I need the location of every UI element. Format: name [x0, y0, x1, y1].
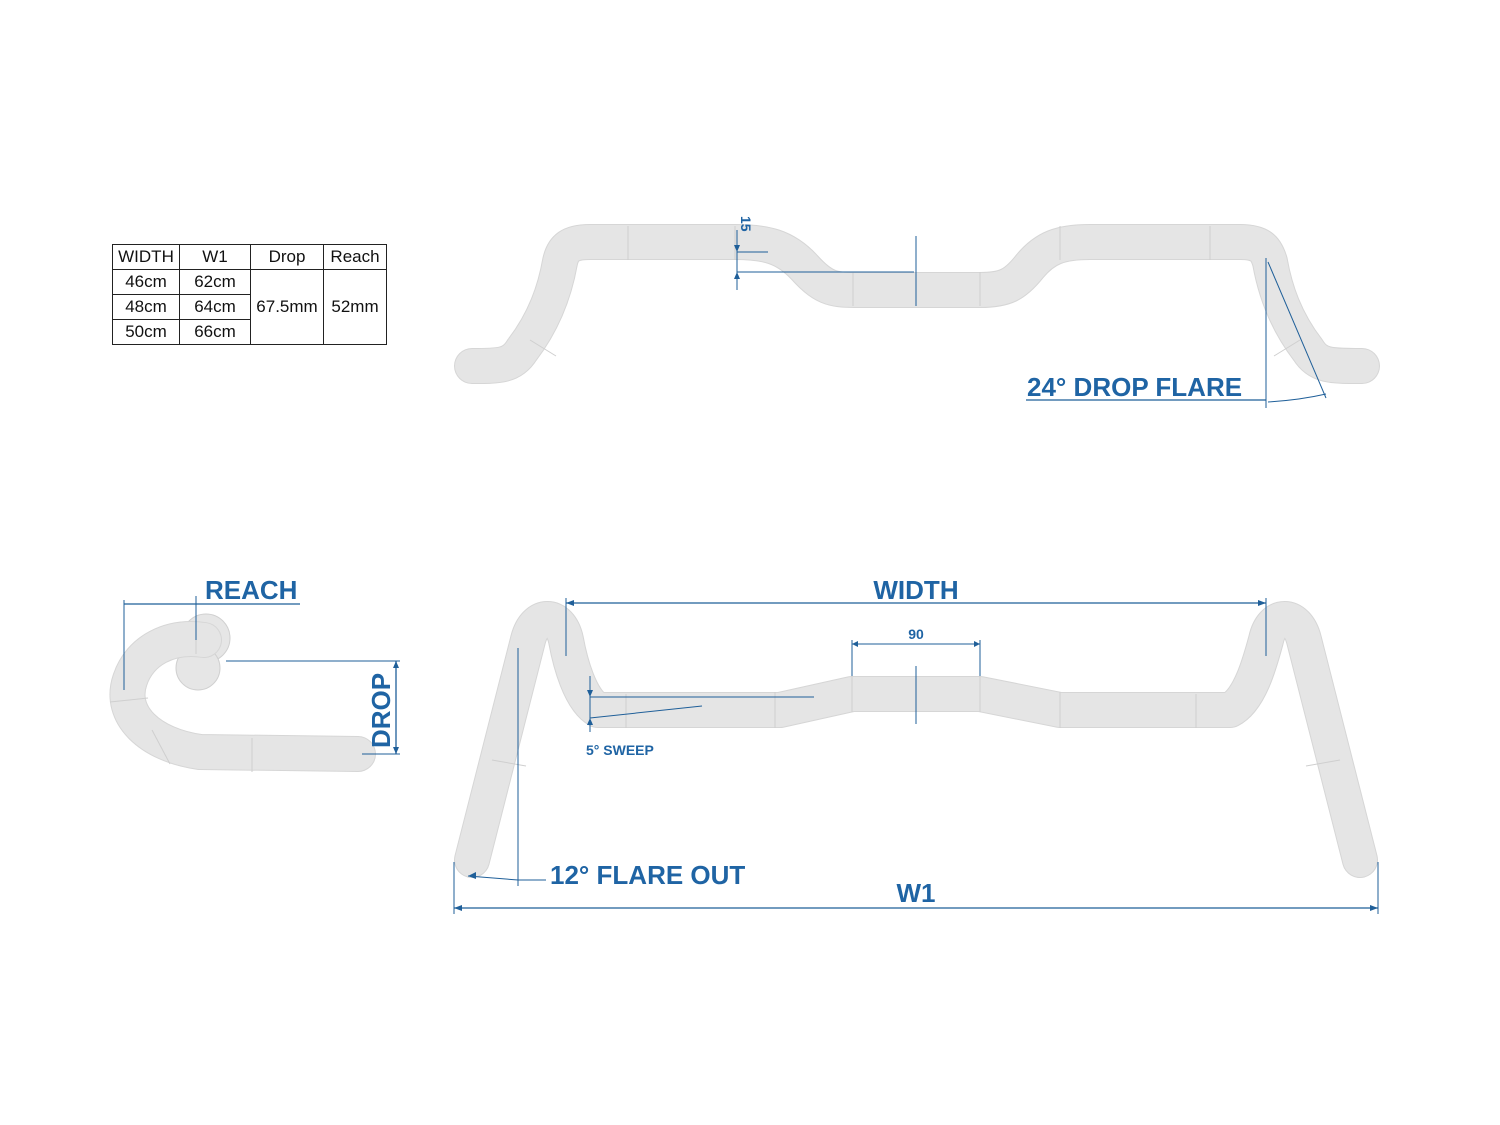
table-row: 46cm 62cm 67.5mm 52mm — [112, 269, 387, 345]
header-width: WIDTH — [112, 244, 180, 270]
w1-dimension: W1 — [453, 862, 1379, 914]
flare-out-label: 12° FLARE OUT — [550, 860, 745, 890]
drop-flare-label: 24° DROP FLARE — [1027, 372, 1242, 402]
table-row: 48cm 64cm — [112, 294, 387, 320]
front-view-handlebar — [454, 224, 1380, 384]
header-w1: W1 — [179, 244, 251, 270]
drop-dimension: DROP — [226, 660, 400, 755]
spec-table: WIDTH W1 Drop Reach 46cm 62cm 67.5mm 52m… — [112, 244, 387, 345]
drop-flare-dimension: 24° DROP FLARE — [1026, 258, 1327, 408]
cell-width: 50cm — [112, 319, 180, 345]
drop-label: DROP — [366, 673, 396, 748]
spec-table-header-row: WIDTH W1 Drop Reach — [112, 244, 387, 270]
width-label: WIDTH — [873, 575, 958, 605]
table-row: 50cm 66cm — [112, 319, 387, 345]
clamp-dimension: 90 — [851, 626, 981, 676]
w1-label: W1 — [897, 878, 936, 908]
top-view-handlebar — [454, 601, 1378, 878]
cell-w1: 66cm — [179, 319, 251, 345]
cell-drop: 67.5mm — [250, 269, 324, 345]
header-reach: Reach — [323, 244, 387, 270]
side-view-handlebar — [109, 613, 376, 772]
cell-reach: 52mm — [323, 269, 387, 345]
flare-out-dimension: 12° FLARE OUT — [467, 648, 745, 890]
cell-width: 48cm — [112, 294, 180, 320]
reach-dimension: REACH — [123, 575, 300, 690]
width-dimension: WIDTH — [565, 575, 1267, 656]
clamp-label: 90 — [908, 626, 924, 642]
cell-w1: 64cm — [179, 294, 251, 320]
rise-label: 15 — [738, 216, 754, 232]
sweep-dimension: 5° SWEEP — [586, 676, 814, 758]
sweep-label: 5° SWEEP — [586, 742, 654, 758]
rise-dimension: 15 — [734, 216, 914, 290]
reach-label: REACH — [205, 575, 297, 605]
